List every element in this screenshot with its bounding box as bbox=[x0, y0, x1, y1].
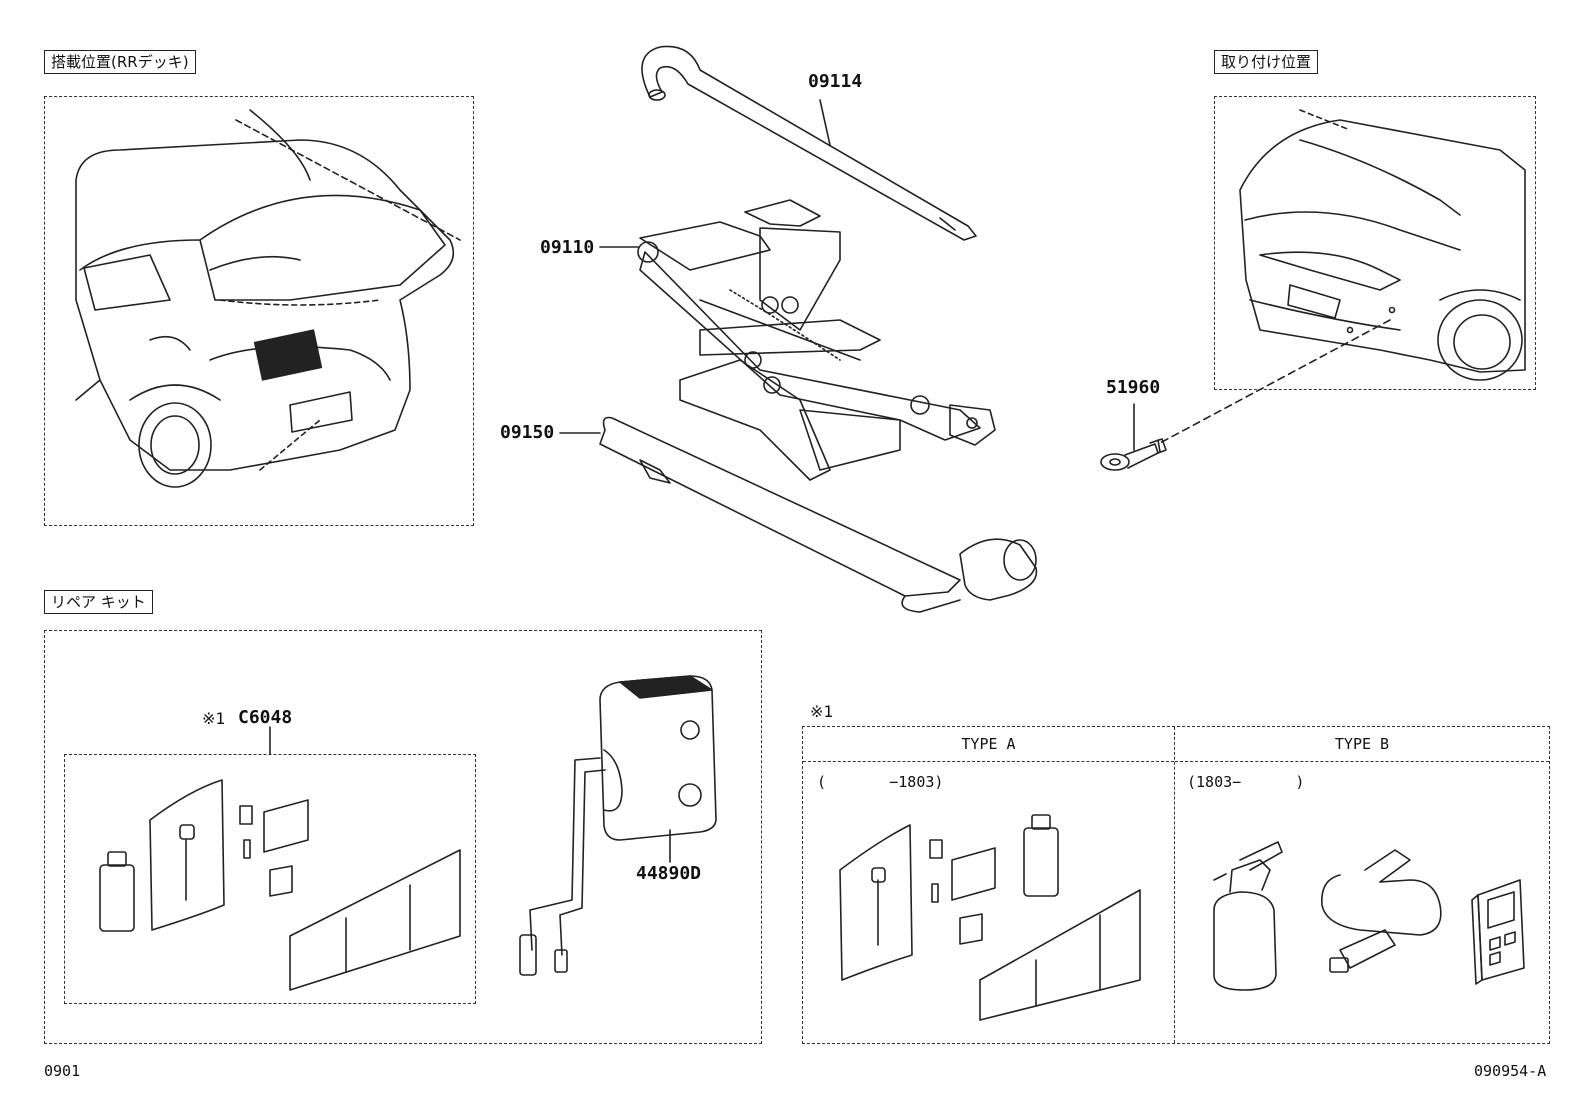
rear-car-illustration bbox=[75, 109, 461, 488]
footer-left-code: 0901 bbox=[44, 1062, 81, 1080]
part-number-51960: 51960 bbox=[1106, 377, 1161, 398]
type-table: TYPE A TYPE B ( −1803) (1803− ) bbox=[802, 726, 1550, 1044]
part-number-09150: 09150 bbox=[500, 422, 555, 443]
part-number-c6048: C6048 bbox=[238, 707, 293, 728]
type-b-range: (1803− ) bbox=[1187, 773, 1305, 791]
footer-right-code: 090954-A bbox=[1474, 1062, 1547, 1080]
type-a-header: TYPE A bbox=[803, 727, 1174, 762]
type-a-kit-illustration bbox=[839, 814, 1141, 1021]
tow-hook-illustration bbox=[1100, 438, 1167, 471]
section-label-mount-position: 搭載位置(RRデッキ) bbox=[44, 50, 196, 74]
section-label-install-position: 取り付け位置 bbox=[1214, 50, 1319, 74]
compressor-illustration bbox=[519, 675, 717, 976]
part-number-09110: 09110 bbox=[540, 237, 595, 258]
install-leader-dashed bbox=[1159, 319, 1391, 444]
wrench-handle-illustration bbox=[641, 45, 977, 241]
type-a-range: ( −1803) bbox=[817, 773, 944, 791]
jack-illustration bbox=[637, 199, 996, 481]
leader-09114 bbox=[819, 99, 831, 146]
note-table-marker: ※1 bbox=[810, 702, 834, 721]
section-label-repair-kit: リペア キット bbox=[44, 590, 153, 614]
type-table-divider bbox=[1174, 727, 1175, 1043]
type-b-kit-illustration bbox=[1213, 841, 1525, 991]
repair-kit-frame bbox=[44, 630, 762, 1044]
type-b-header: TYPE B bbox=[1175, 727, 1549, 762]
front-car-illustration bbox=[1239, 109, 1526, 381]
repair-kit-set-illustration bbox=[99, 779, 461, 991]
mount-position-frame bbox=[44, 96, 474, 526]
install-position-frame bbox=[1214, 96, 1536, 390]
jack-handle-illustration bbox=[599, 416, 1038, 613]
repair-kit-note-marker: ※1 bbox=[202, 709, 226, 728]
part-number-09114: 09114 bbox=[808, 71, 863, 92]
part-number-44890d: 44890D bbox=[636, 863, 702, 884]
